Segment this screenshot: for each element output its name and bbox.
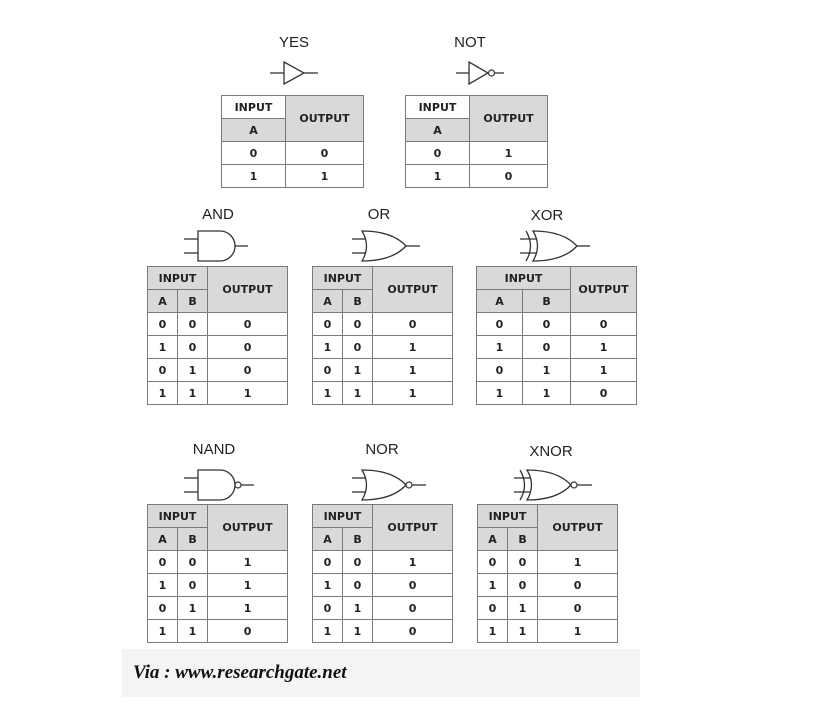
gate-title-or: OR <box>367 206 391 223</box>
input-header: INPUT <box>311 504 374 528</box>
column-header-a: A <box>476 289 523 313</box>
input-header: INPUT <box>476 504 539 528</box>
column-header-b: B <box>506 527 539 551</box>
input-header: INPUT <box>146 504 209 528</box>
column-header-b: B <box>341 527 374 551</box>
and-gate-symbol <box>184 230 248 262</box>
output-header: OUTPUT <box>570 266 638 313</box>
clipped-heading <box>340 0 500 4</box>
input-header: INPUT <box>475 266 572 290</box>
column-header-b: B <box>176 289 209 313</box>
gate-title-xor: XOR <box>530 207 564 224</box>
gate-title-and: AND <box>202 206 234 223</box>
column-header-a: A <box>477 527 508 551</box>
input-header: INPUT <box>146 266 209 290</box>
input-header: INPUT <box>221 95 286 119</box>
nor-gate-symbol <box>352 469 426 501</box>
output-header: OUTPUT <box>372 266 454 313</box>
output-header: OUTPUT <box>285 95 364 142</box>
gate-title-nand: NAND <box>192 441 236 458</box>
gate-title-nor: NOR <box>365 441 399 458</box>
column-header-b: B <box>176 527 209 551</box>
column-header-b: B <box>341 289 374 313</box>
source-caption-box: Via : www.researchgate.net <box>122 649 640 697</box>
xor-gate-symbol <box>520 230 590 262</box>
yes-gate-symbol <box>270 60 318 86</box>
xnor-gate-symbol <box>514 469 592 501</box>
gate-title-yes: YES <box>278 34 309 51</box>
output-header: OUTPUT <box>207 266 289 313</box>
column-header-a: A <box>312 527 343 551</box>
source-caption: Via : www.researchgate.net <box>133 662 347 683</box>
output-header: OUTPUT <box>469 95 548 142</box>
column-header-b: B <box>521 289 572 313</box>
column-header-a: A <box>147 289 178 313</box>
output-header: OUTPUT <box>372 504 454 551</box>
gate-title-xnor: XNOR <box>529 443 573 460</box>
or-gate-symbol <box>352 230 420 262</box>
input-header: INPUT <box>311 266 374 290</box>
column-header-a: A <box>147 527 178 551</box>
gate-title-not: NOT <box>454 34 486 51</box>
nand-gate-symbol <box>184 469 254 501</box>
input-header: INPUT <box>405 95 470 119</box>
column-header-a: A <box>312 289 343 313</box>
column-header-a: A <box>221 118 286 142</box>
output-header: OUTPUT <box>537 504 619 551</box>
column-header-a: A <box>405 118 470 142</box>
output-header: OUTPUT <box>207 504 289 551</box>
not-gate-symbol <box>456 60 504 86</box>
